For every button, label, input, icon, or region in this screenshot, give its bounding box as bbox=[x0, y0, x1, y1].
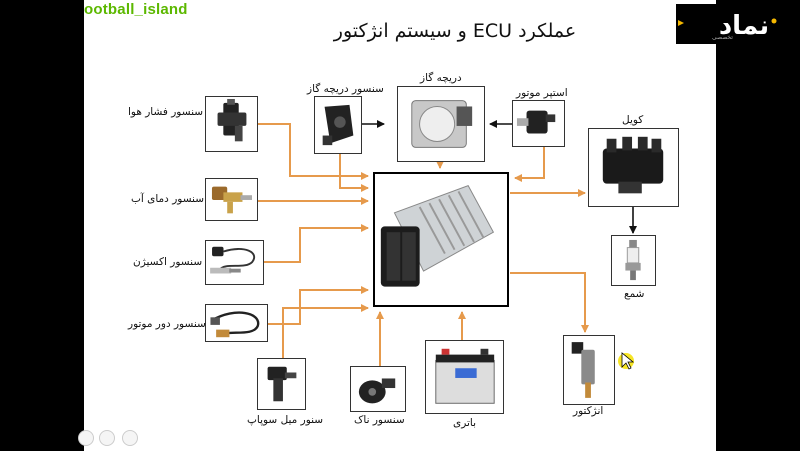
map-sensor-label: سنسور فشار هوا bbox=[128, 106, 204, 118]
rpm-sensor-image bbox=[205, 304, 268, 342]
knock-sensor-image bbox=[350, 366, 406, 412]
injector-image bbox=[563, 335, 615, 405]
zoom-in-icon[interactable] bbox=[99, 430, 115, 446]
slide-title: عملکرد ECU و سیستم انژکتور bbox=[333, 20, 577, 42]
tps-sensor-label: سنسور دریچه گاز bbox=[307, 83, 384, 95]
idle-stepper-image bbox=[512, 100, 565, 147]
battery-label: باتری bbox=[453, 417, 477, 429]
injector-label: انژکتور bbox=[573, 405, 604, 417]
svg-text:نماد: نماد bbox=[719, 11, 769, 41]
oxygen-sensor-label: سنسور اکسیژن bbox=[133, 256, 203, 268]
idle-stepper-label: استپر موتور bbox=[516, 87, 568, 99]
mouse-cursor-icon bbox=[618, 352, 635, 370]
coil-image bbox=[588, 128, 679, 207]
coil-label: کویل bbox=[622, 114, 644, 126]
zoom-out-icon[interactable] bbox=[78, 430, 94, 446]
knock-sensor-label: سنسور ناک bbox=[354, 414, 405, 426]
battery-image bbox=[425, 340, 504, 414]
oxygen-sensor-image bbox=[205, 240, 264, 285]
coolant-sensor-label: سنسور دمای آب bbox=[131, 193, 205, 205]
throttle-body-label: دریچه گاز bbox=[420, 72, 462, 84]
cam-sensor-image bbox=[257, 358, 306, 410]
fullscreen-icon[interactable] bbox=[122, 430, 138, 446]
coolant-sensor-image bbox=[205, 178, 258, 221]
cam-sensor-label: سنور میل سوپاپ bbox=[247, 414, 324, 426]
spark-plug-label: شمع bbox=[624, 288, 645, 300]
rpm-sensor-label: سنسور دور موتور bbox=[128, 318, 206, 330]
tps-sensor-image bbox=[314, 96, 362, 154]
brand-logo: نماد تخصصی bbox=[676, 4, 800, 44]
ecu-unit-image bbox=[373, 172, 509, 307]
channel-watermark: ootball_island bbox=[84, 1, 188, 18]
map-sensor-image bbox=[205, 96, 258, 152]
svg-text:تخصصی: تخصصی bbox=[712, 34, 733, 41]
spark-plug-image bbox=[611, 235, 656, 286]
throttle-body-image bbox=[397, 86, 485, 162]
